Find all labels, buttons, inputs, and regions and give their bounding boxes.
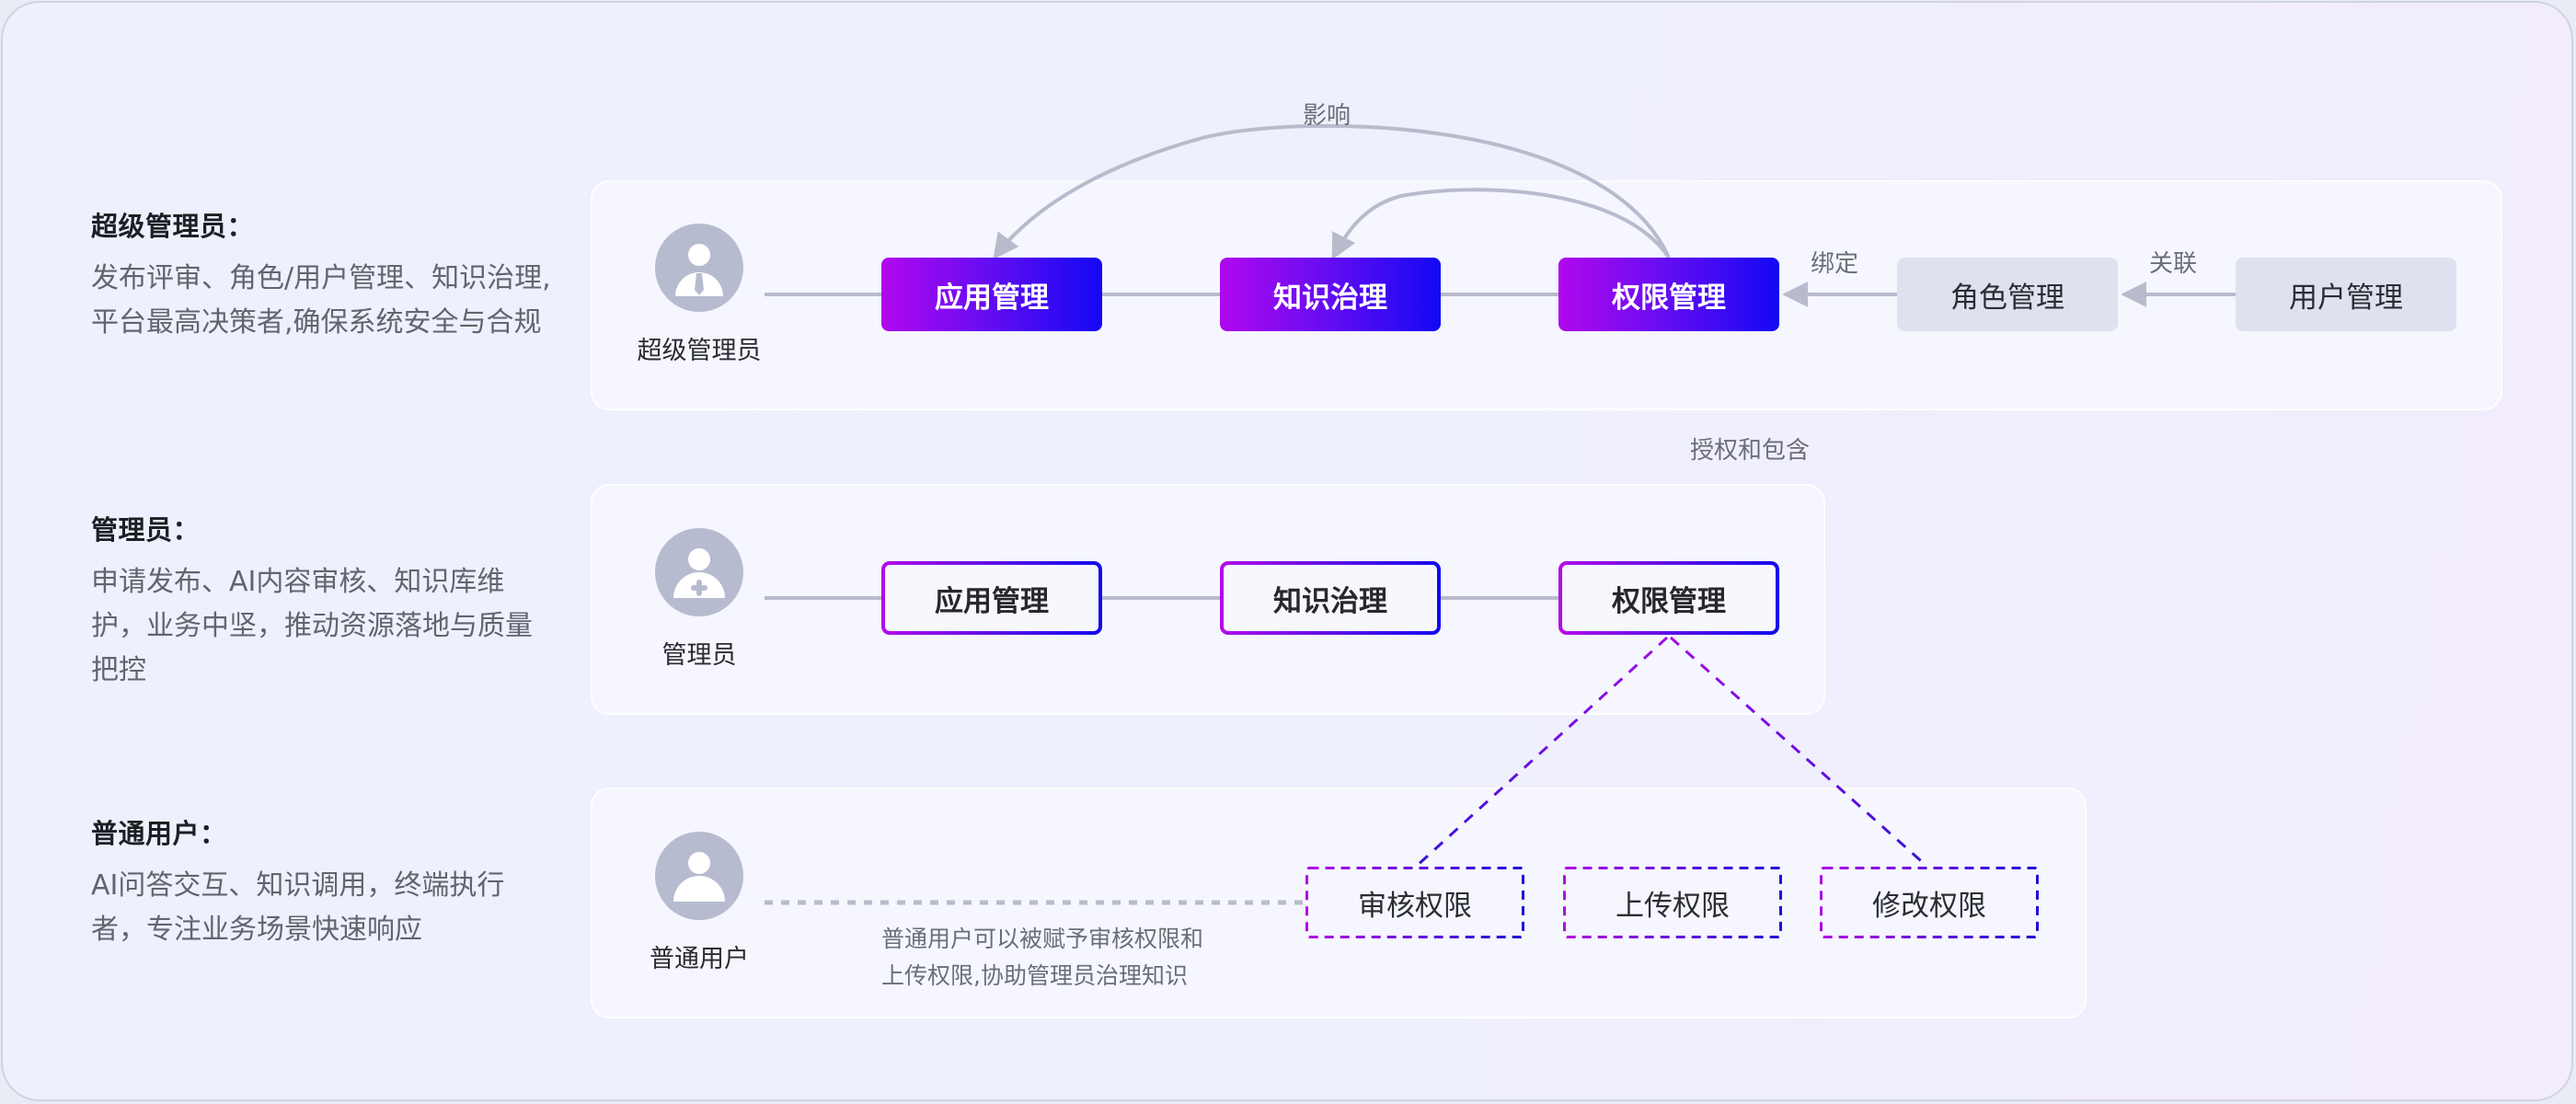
user-tie-icon: [675, 244, 723, 296]
note-line-1: 普通用户可以被赋予审核权限和: [881, 926, 1204, 952]
role-desc-user: AI问答交互、知识调用，终端执行者，专注业务场景快速响应: [91, 869, 505, 946]
user-avatar-label: 普通用户: [650, 945, 749, 973]
admin-avatar: [655, 528, 743, 616]
super-knowledge-governance-box[interactable]: 知识治理: [1220, 258, 1441, 331]
role-title-admin: 管理员：: [91, 514, 201, 546]
user-avatar: [655, 832, 743, 920]
modify-permission-box[interactable]: 修改权限: [1820, 867, 2039, 938]
dash-permission-to-review: [1414, 636, 1669, 868]
user-icon: [673, 852, 725, 902]
role-desc-super-admin: 发布评审、角色/用户管理、知识治理,平台最高决策者,确保系统安全与合规: [91, 262, 551, 339]
admin-permission-management-box[interactable]: 权限管理: [1558, 561, 1779, 635]
super-admin-avatar-label: 超级管理员: [637, 337, 762, 365]
upload-permission-box[interactable]: 上传权限: [1563, 867, 1782, 938]
role-management-box[interactable]: 角色管理: [1897, 258, 2118, 331]
influence-label: 影响: [1303, 102, 1351, 130]
connector-layer: [765, 123, 2236, 905]
user-permission-note: 普通用户可以被赋予审核权限和 上传权限,协助管理员治理知识: [881, 921, 1268, 995]
review-permission-label: 审核权限: [1358, 889, 1472, 923]
bind-label: 绑定: [1811, 250, 1859, 278]
user-management-box[interactable]: 用户管理: [2236, 258, 2456, 331]
note-line-2: 上传权限,协助管理员治理知识: [881, 962, 1188, 989]
associate-label: 关联: [2149, 250, 2198, 278]
dash-permission-to-modify: [1670, 636, 1928, 868]
super-permission-management-box[interactable]: 权限管理: [1558, 258, 1779, 331]
role-desc-admin: 申请发布、AI内容审核、知识库维护，业务中坚，推动资源落地与质量把控: [91, 566, 533, 686]
influence-arc-to-app: [993, 123, 1671, 260]
influence-arc-to-knowledge: [1331, 188, 1671, 260]
upload-permission-label: 上传权限: [1616, 889, 1730, 923]
user-plus-badge-icon: [673, 548, 725, 598]
admin-app-management-box[interactable]: 应用管理: [881, 561, 1102, 635]
review-permission-box[interactable]: 审核权限: [1305, 867, 1524, 938]
role-title-user: 普通用户：: [91, 818, 227, 849]
admin-avatar-label: 管理员: [661, 641, 737, 670]
super-admin-avatar: [655, 224, 743, 312]
role-title-super-admin: 超级管理员：: [91, 211, 255, 242]
admin-knowledge-governance-box[interactable]: 知识治理: [1220, 561, 1441, 635]
user-panel: [591, 788, 2087, 1018]
super-app-management-box[interactable]: 应用管理: [881, 258, 1102, 331]
modify-permission-label: 修改权限: [1872, 889, 1986, 923]
authorize-label: 授权和包含: [1690, 437, 1811, 465]
